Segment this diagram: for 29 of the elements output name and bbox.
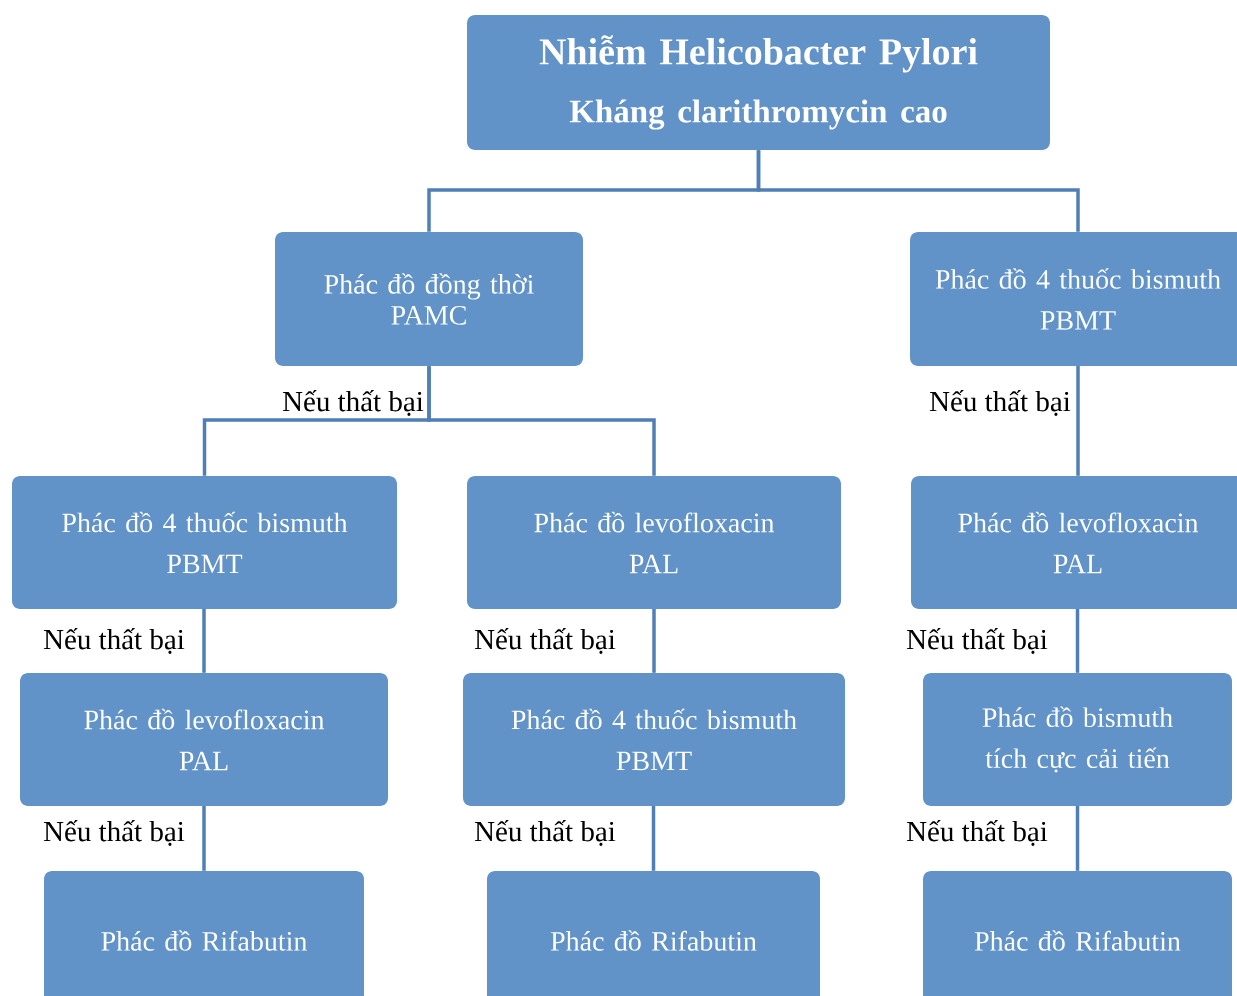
connector-line [202, 806, 206, 871]
process-box: Phác đồ 4 thuốc bismuth PBMT [463, 673, 845, 806]
edge-label: Nếu thất bại [473, 819, 617, 847]
process-box: Phác đồ bismuth tích cực cải tiến [923, 673, 1232, 806]
connector-line [1075, 806, 1080, 871]
connector-line [1075, 609, 1080, 673]
process-box: Phác đồ Rifabutin [487, 871, 820, 996]
edge-label: Nếu thất bại [42, 627, 186, 655]
edge-label: Nếu thất bại [473, 627, 617, 655]
process-box: Phác đồ 4 thuốc bismuth PBMT [12, 476, 397, 609]
process-box: Phác đồ đồng thời PAMC [275, 232, 583, 366]
process-box: Phác đồ Rifabutin [44, 871, 364, 996]
connector-line [652, 609, 656, 673]
connector-line [1076, 366, 1080, 476]
process-box: Phác đồ levofloxacin PAL [467, 476, 841, 609]
edge-label: Nếu thất bại [905, 627, 1049, 655]
connector-line [651, 806, 656, 871]
edge-label: Nếu thất bại [42, 819, 186, 847]
edge-label: Nếu thất bại [281, 389, 425, 417]
connector-line [202, 609, 206, 673]
edge-label: Nếu thất bại [905, 819, 1049, 847]
edge-label: Nếu thất bại [928, 389, 1072, 417]
connector-line [427, 366, 656, 476]
process-box: Phác đồ Rifabutin [923, 871, 1232, 996]
connector-line [756, 150, 1080, 232]
process-box: Phác đồ levofloxacin PAL [20, 673, 388, 806]
process-box: Phác đồ levofloxacin PAL [911, 476, 1237, 609]
process-box: Phác đồ 4 thuốc bismuth PBMT [910, 232, 1237, 366]
process-box: Nhiễm Helicobacter Pylori Kháng clarithromycin cao [467, 15, 1050, 150]
